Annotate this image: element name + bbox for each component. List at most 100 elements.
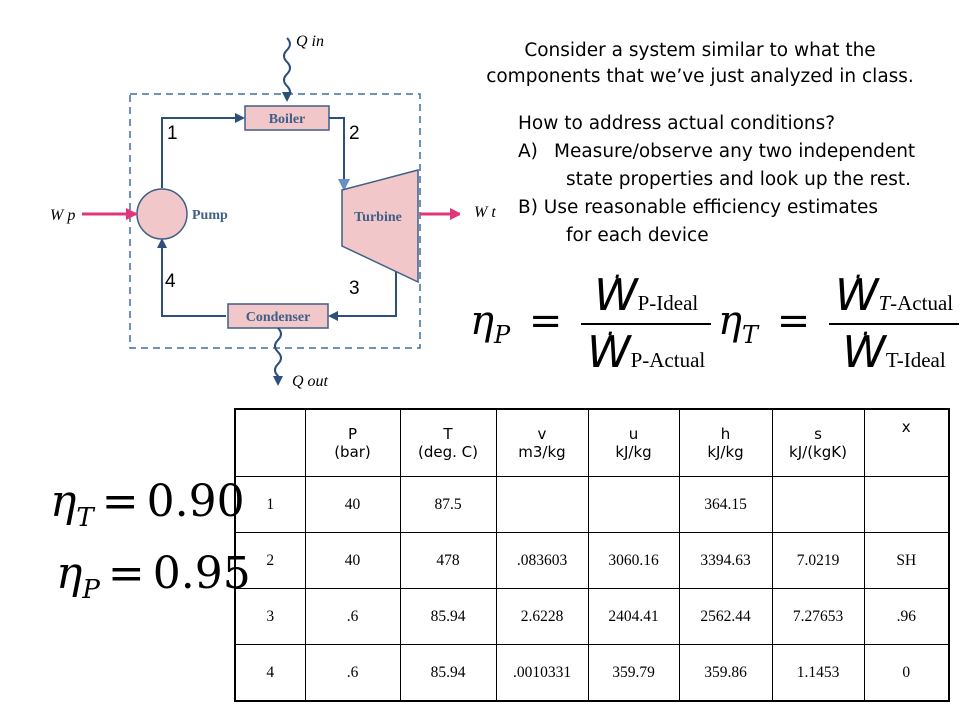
svg-text:Q in: Q in bbox=[296, 33, 324, 50]
approach-b-line-2: for each device bbox=[566, 225, 709, 246]
approach-text: How to address actual conditions? A) Meas… bbox=[518, 110, 958, 250]
turbine-label: Turbine bbox=[354, 210, 402, 225]
approach-a-line-1: A) Measure/observe any two independent bbox=[518, 138, 958, 166]
table-cell: 7.27653 bbox=[771, 588, 865, 645]
turbine-shape bbox=[341, 169, 419, 284]
header-cell-state bbox=[234, 408, 306, 477]
state-label-2: 2 bbox=[349, 123, 360, 144]
pipe-turbine-to-condenser bbox=[328, 252, 397, 321]
pump-efficiency-fraction: W·P-Ideal W·P-Actual bbox=[581, 260, 712, 378]
eta-t-value-subscript: T bbox=[76, 502, 94, 533]
state-label-3: 3 bbox=[349, 278, 360, 299]
table-cell bbox=[863, 476, 950, 533]
header-cell-temperature: T(deg. C) bbox=[399, 408, 497, 477]
table-cell: 2 bbox=[234, 532, 306, 589]
pump-efficiency-definition: ηP = W·P-Ideal W·P-Actual bbox=[470, 260, 712, 378]
table-cell: .0010331 bbox=[495, 644, 589, 702]
table-cell: .6 bbox=[304, 644, 401, 702]
table-cell: 87.5 bbox=[399, 476, 497, 533]
table-cell: 85.94 bbox=[399, 644, 497, 702]
pipe-pump-to-boiler bbox=[161, 113, 245, 188]
table-cell: 2562.44 bbox=[678, 588, 773, 645]
pump-work-label: W p bbox=[50, 207, 75, 224]
header-cell-quality: x bbox=[863, 408, 950, 477]
table-cell: 4 bbox=[234, 644, 306, 702]
table-cell: 478 bbox=[399, 532, 497, 589]
table-cell: 3060.16 bbox=[587, 532, 680, 589]
approach-a-text-1: Measure/observe any two independent bbox=[554, 141, 916, 162]
eta-p-subscript: P bbox=[493, 321, 511, 349]
approach-a-line-2: state properties and look up the rest. bbox=[566, 169, 912, 190]
table-cell: 7.0219 bbox=[771, 532, 865, 589]
heat-out-arrow bbox=[273, 327, 283, 386]
table-cell: 3394.63 bbox=[678, 532, 773, 589]
state-label-1: 1 bbox=[167, 123, 178, 144]
condenser-label: Condenser bbox=[246, 310, 311, 325]
intro-line-2: components that we’ve just analyzed in c… bbox=[486, 66, 914, 87]
turbine-efficiency-value: ηT=0.90 bbox=[50, 476, 245, 533]
table-cell: 359.86 bbox=[678, 644, 773, 702]
table-cell: .96 bbox=[863, 588, 950, 645]
condenser-box bbox=[227, 303, 329, 329]
turbine-work-label: W t bbox=[474, 204, 496, 221]
approach-question: How to address actual conditions? bbox=[518, 113, 836, 134]
rankine-cycle-diagram: Q in Boiler Turbine Pump Condenser Q out… bbox=[50, 33, 460, 390]
intro-text: Consider a system similar to what the co… bbox=[470, 38, 930, 90]
table-cell: 364.15 bbox=[678, 476, 773, 533]
table-cell: 1.1453 bbox=[771, 644, 865, 702]
eta-p-symbol: η bbox=[470, 298, 494, 344]
table-cell: 85.94 bbox=[399, 588, 497, 645]
pump-efficiency-value: ηP=0.95 bbox=[56, 548, 251, 605]
table-cell: 40 bbox=[304, 532, 401, 589]
eta-t-subscript: T bbox=[741, 321, 758, 349]
pump-circle bbox=[136, 188, 188, 240]
pipe-boiler-to-turbine bbox=[329, 117, 350, 191]
pump-ideal-subscript: P-Ideal bbox=[637, 291, 699, 315]
table-cell: 2404.41 bbox=[587, 588, 680, 645]
header-cell-pressure: P(bar) bbox=[304, 408, 401, 477]
table-cell: 0 bbox=[863, 644, 950, 702]
table-cell: .083603 bbox=[495, 532, 589, 589]
table-cell bbox=[771, 476, 865, 533]
table-cell: 359.79 bbox=[587, 644, 680, 702]
table-cell: 1 bbox=[234, 476, 306, 533]
equals-sign: = bbox=[528, 298, 563, 344]
table-cell: 3 bbox=[234, 588, 306, 645]
turbine-actual-subscript-t: T bbox=[878, 291, 891, 315]
heat-in-label: Q in bbox=[296, 33, 324, 50]
turbine-actual-subscript: -Actual bbox=[890, 291, 954, 315]
turbine-efficiency-fraction: W·T-Actual W·T-Ideal bbox=[828, 260, 960, 378]
heat-in-arrow bbox=[282, 37, 292, 102]
state-label-4: 4 bbox=[165, 271, 176, 292]
approach-b-line-1: B) Use reasonable efficiency estimates bbox=[518, 197, 879, 218]
turbine-ideal-subscript: T-Ideal bbox=[885, 348, 946, 372]
eta-p-value-subscript: P bbox=[82, 574, 100, 605]
pipe-condenser-to-pump bbox=[157, 238, 226, 317]
equals-sign: = bbox=[776, 298, 811, 344]
table-cell bbox=[587, 476, 680, 533]
intro-line-1: Consider a system similar to what the bbox=[524, 40, 876, 61]
heat-out-label: Q out bbox=[292, 373, 329, 390]
table-cell bbox=[495, 476, 589, 533]
turbine-efficiency-definition: ηT = W·T-Actual W·T-Ideal bbox=[718, 260, 960, 378]
turbine-efficiency-number: 0.90 bbox=[146, 476, 245, 527]
approach-a-marker: A) bbox=[518, 141, 538, 162]
table-cell: SH bbox=[863, 532, 950, 589]
pump-actual-subscript: P-Actual bbox=[630, 348, 706, 372]
pump-label: Pump bbox=[192, 208, 228, 223]
boiler-label: Boiler bbox=[269, 112, 306, 127]
eta-t-symbol: η bbox=[718, 298, 742, 344]
table-cell: 2.6228 bbox=[495, 588, 589, 645]
table-cell: 40 bbox=[304, 476, 401, 533]
table-cell: .6 bbox=[304, 588, 401, 645]
